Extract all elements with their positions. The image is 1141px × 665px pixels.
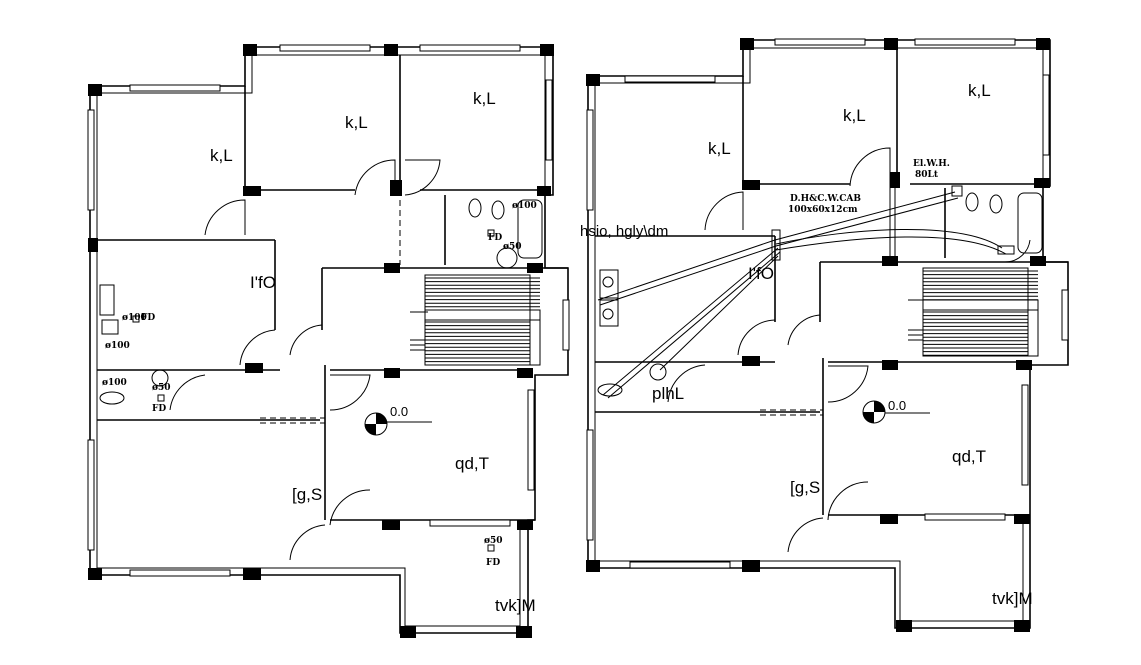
left-tag-d100-2: ø100 <box>122 313 147 323</box>
right-cabinet-size: 100x60x12cm <box>788 205 858 215</box>
right-room-dining: [g,S <box>790 478 820 497</box>
right-pipe-text: hsio, hgly\dm <box>580 223 668 240</box>
left-tag-d50-2: ø50 <box>152 383 171 393</box>
left-room-dining: [g,S <box>292 485 322 504</box>
left-staircase <box>410 274 541 366</box>
right-room-kitchen: I'fO <box>748 264 774 283</box>
right-heater-label: El.W.H. <box>913 159 950 169</box>
right-level-marker: 0.0 <box>862 398 930 424</box>
left-room-living: qd,T <box>455 454 489 473</box>
right-doors <box>667 147 1031 553</box>
right-staircase <box>908 267 1039 357</box>
left-room-bedroom-1: k,L <box>210 146 233 165</box>
right-windows <box>586 38 1069 569</box>
right-room-bedroom-1: k,L <box>708 139 731 158</box>
right-floor-plan: 0.0 k,L k,L k,L I'fO plhL qd,T [g,S tvk]… <box>580 38 1069 632</box>
left-tag-d50-3: ø50 <box>484 536 503 546</box>
left-tag-d100-4: ø100 <box>102 378 127 388</box>
left-tag-fd-1: FD <box>488 233 502 243</box>
left-level-marker: 0.0 <box>364 404 432 436</box>
left-columns <box>88 44 554 638</box>
left-floor-plan: 0.0 k,L k,L k,L I'fO qd,T [g,S tvk]M FD … <box>87 44 570 638</box>
left-doors <box>169 159 441 561</box>
right-room-bedroom-3: k,L <box>968 81 991 100</box>
right-room-toilet: plhL <box>652 384 684 403</box>
right-columns <box>586 38 1050 632</box>
left-tag-d100-3: ø100 <box>105 341 130 351</box>
left-tag-d100-1: ø100 <box>512 201 537 211</box>
left-windows <box>87 44 570 577</box>
right-room-living: qd,T <box>952 447 986 466</box>
left-room-bedroom-2: k,L <box>345 113 368 132</box>
right-level-label: 0.0 <box>888 398 906 413</box>
left-level-label: 0.0 <box>390 404 408 419</box>
left-room-bedroom-3: k,L <box>473 89 496 108</box>
left-bath-fixtures <box>99 198 543 552</box>
right-cabinet-label: D.H&C.W.CAB <box>790 194 861 204</box>
right-room-bedroom-2: k,L <box>843 106 866 125</box>
left-tag-fd-4: FD <box>486 558 500 568</box>
right-heater-capacity: 80Lt <box>915 170 939 180</box>
right-room-balcony: tvk]M <box>992 589 1033 608</box>
left-tag-d50-1: ø50 <box>503 242 522 252</box>
left-outer-walls <box>89 46 569 634</box>
left-tag-fd-2: FD <box>141 313 155 323</box>
right-pipe-runs <box>597 186 1007 399</box>
left-tag-fd-3: FD <box>152 404 166 414</box>
right-fixtures <box>597 185 1043 397</box>
left-room-balcony: tvk]M <box>495 596 536 615</box>
left-room-kitchen: I'fO <box>250 273 276 292</box>
